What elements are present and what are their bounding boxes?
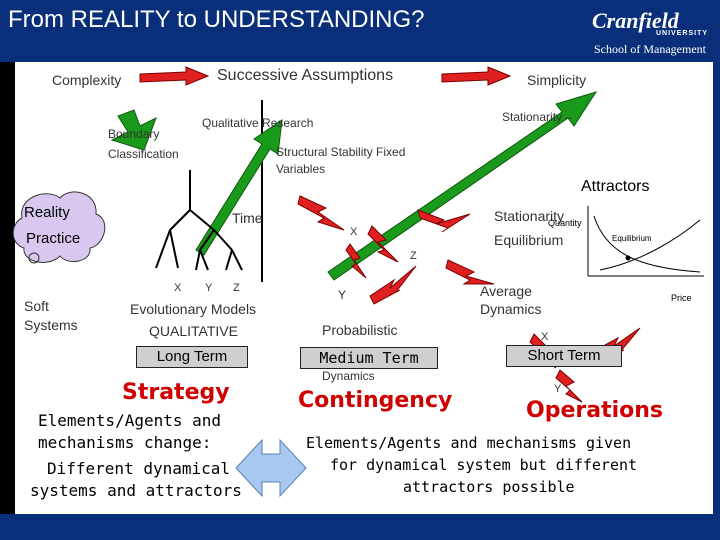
logo-university: UNIVERSITY bbox=[656, 30, 709, 37]
label-y-1: Y bbox=[338, 288, 347, 302]
tree-label-x: X bbox=[174, 282, 182, 294]
label-dynamics-med: Dynamics bbox=[322, 369, 375, 383]
box-medium-term: Medium Term bbox=[300, 347, 438, 369]
label-probabilistic: Probabilistic bbox=[322, 322, 398, 338]
green-arrow-structural bbox=[195, 118, 283, 256]
heading-strategy: Strategy bbox=[122, 380, 230, 405]
label-reality: Reality bbox=[24, 204, 70, 221]
left-note-line-3: Different dynamical bbox=[47, 459, 231, 478]
double-arrow-blue bbox=[235, 438, 307, 498]
heading-contingency: Contingency bbox=[298, 388, 453, 413]
lightning-bolt-2 bbox=[367, 225, 399, 263]
label-systems: Systems bbox=[24, 317, 78, 333]
right-note-line-1: Elements/Agents and mechanisms given bbox=[306, 434, 632, 452]
label-dynamics-avg: Dynamics bbox=[480, 301, 542, 317]
equilibrium-chart bbox=[587, 206, 704, 277]
label-quantity: Quantity bbox=[548, 218, 582, 228]
evolution-tree bbox=[155, 170, 243, 271]
tree-label-y: Y bbox=[205, 282, 213, 294]
lightning-bolt-3 bbox=[417, 209, 471, 233]
cloud-gear-icon bbox=[28, 252, 40, 264]
label-soft: Soft bbox=[24, 298, 49, 314]
right-note-line-2: for dynamical system but different bbox=[330, 456, 638, 474]
logo-name: Cranfield bbox=[592, 8, 679, 33]
label-x-1: X bbox=[350, 226, 358, 238]
box-short-term: Short Term bbox=[506, 345, 622, 367]
arrow-assumptions-to-simplicity bbox=[441, 66, 512, 86]
label-practice: Practice bbox=[26, 230, 81, 247]
logo-school: School of Management bbox=[594, 42, 706, 56]
label-z-1: Z bbox=[410, 250, 417, 262]
label-complexity: Complexity bbox=[52, 72, 122, 88]
right-frame-bar bbox=[713, 62, 720, 514]
label-boundary: Boundary bbox=[108, 127, 160, 141]
label-attractors: Attractors bbox=[581, 178, 650, 195]
label-evolutionary-models: Evolutionary Models bbox=[130, 301, 257, 317]
header-bar bbox=[0, 0, 720, 62]
left-note-line-2: mechanisms change: bbox=[38, 433, 212, 452]
label-average: Average bbox=[480, 283, 532, 299]
green-arrow-boundary bbox=[110, 109, 157, 151]
label-qualitative: QUALITATIVE bbox=[149, 323, 238, 339]
arrow-complexity-to-assumptions bbox=[139, 66, 210, 86]
footer-bar bbox=[0, 514, 720, 540]
label-successive-assumptions: Successive Assumptions bbox=[217, 67, 394, 84]
label-equilibrium-small: Equilibrium bbox=[612, 234, 652, 243]
lightning-bolt-4 bbox=[345, 243, 367, 279]
label-stationarity-dash: Stationarity – bbox=[502, 110, 573, 124]
label-stationarity: Stationarity bbox=[494, 208, 565, 224]
lightning-bolt-1 bbox=[297, 195, 345, 231]
green-arrow-stationarity bbox=[327, 91, 598, 281]
label-variables: Variables bbox=[276, 162, 326, 176]
reality-cloud bbox=[12, 191, 106, 263]
label-time: Time bbox=[232, 210, 263, 226]
label-x-2: X bbox=[541, 331, 549, 343]
box-long-term: Long Term bbox=[136, 346, 248, 368]
label-structural-stability: Structural Stability Fixed bbox=[276, 145, 406, 159]
left-note-line-4: systems and attractors bbox=[30, 481, 242, 500]
heading-operations: Operations bbox=[526, 398, 663, 423]
label-equilibrium: Equilibrium bbox=[494, 232, 564, 248]
slide-title: From REALITY to UNDERSTANDING? bbox=[8, 6, 425, 33]
tree-label-z: Z bbox=[233, 282, 240, 294]
left-note-line-1: Elements/Agents and bbox=[38, 411, 222, 430]
label-simplicity: Simplicity bbox=[527, 72, 587, 88]
lightning-bolt-9 bbox=[555, 369, 583, 403]
right-note-line-3: attractors possible bbox=[403, 478, 575, 496]
lightning-bolt-6 bbox=[445, 259, 495, 285]
label-price: Price bbox=[671, 293, 692, 303]
label-qualitative-research: Qualitative Research bbox=[202, 116, 314, 130]
left-frame-bar bbox=[0, 62, 15, 514]
lightning-bolt-5 bbox=[369, 265, 417, 305]
label-classification: Classification bbox=[108, 147, 179, 161]
label-y-2: Y bbox=[554, 383, 562, 395]
